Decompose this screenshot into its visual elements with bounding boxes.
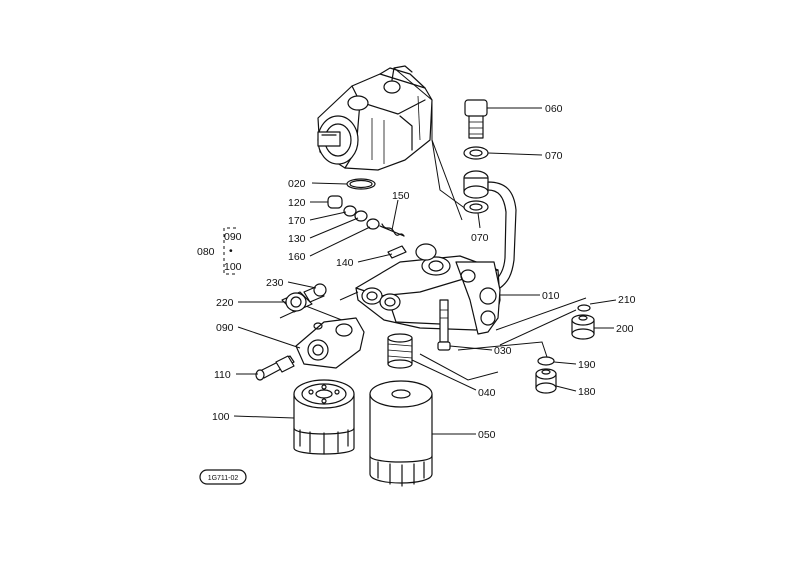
callout-110: 110: [214, 369, 231, 381]
callout-040: 040: [478, 387, 496, 399]
filter-bracket: [295, 317, 365, 369]
callout-150: 150: [392, 190, 410, 202]
callout-210: 210: [618, 294, 636, 306]
callout-120: 120: [288, 197, 306, 209]
stamp-text: 1G711-02: [208, 475, 239, 482]
callout-010: 010: [542, 290, 560, 302]
filter-cartridge-large: [369, 380, 433, 487]
guide-line-base: [419, 353, 499, 381]
guide-line-left: [339, 291, 359, 301]
callout-090-group: 090: [224, 231, 242, 243]
callout-220: 220: [216, 297, 234, 309]
callout-100: 100: [212, 411, 230, 423]
relief-valve-parts: [327, 195, 407, 259]
callout-130: 130: [288, 233, 306, 245]
bracket-080: [223, 227, 236, 275]
callout-200: 200: [616, 323, 634, 335]
filter-cartridge-small: [293, 379, 355, 455]
callout-020: 020: [288, 178, 306, 190]
callout-070-lower: 070: [471, 232, 489, 244]
filter-head-body: [355, 243, 501, 335]
callout-100-group: 100: [224, 261, 242, 273]
guide-line-mid: [457, 341, 549, 361]
callout-060: 060: [545, 103, 563, 115]
guide-line-right2: [499, 309, 577, 346]
bolt: [437, 299, 451, 351]
callout-230: 230: [266, 277, 284, 289]
callout-140: 140: [336, 257, 354, 269]
group-separator: •: [229, 245, 233, 257]
adapter-fitting: [281, 283, 327, 313]
callout-170: 170: [288, 215, 306, 227]
callout-080: 080: [197, 246, 215, 258]
guide-line-motor: [393, 67, 463, 221]
plug-lower: [535, 356, 557, 394]
callout-160: 160: [288, 251, 306, 263]
pump-motor: [317, 65, 433, 171]
plug-upper: [571, 304, 595, 340]
guide-line-right: [495, 297, 587, 331]
guide-line-pipe: [431, 139, 471, 213]
callout-180: 180: [578, 386, 596, 398]
diagram-stamp: 1G711-02: [199, 469, 247, 485]
center-stud: [387, 333, 413, 369]
nipple: [255, 355, 295, 381]
callout-190: 190: [578, 359, 596, 371]
callout-030: 030: [494, 345, 512, 357]
callout-070-upper: 070: [545, 150, 563, 162]
callout-050: 050: [478, 429, 496, 441]
callout-090: 090: [216, 322, 234, 334]
